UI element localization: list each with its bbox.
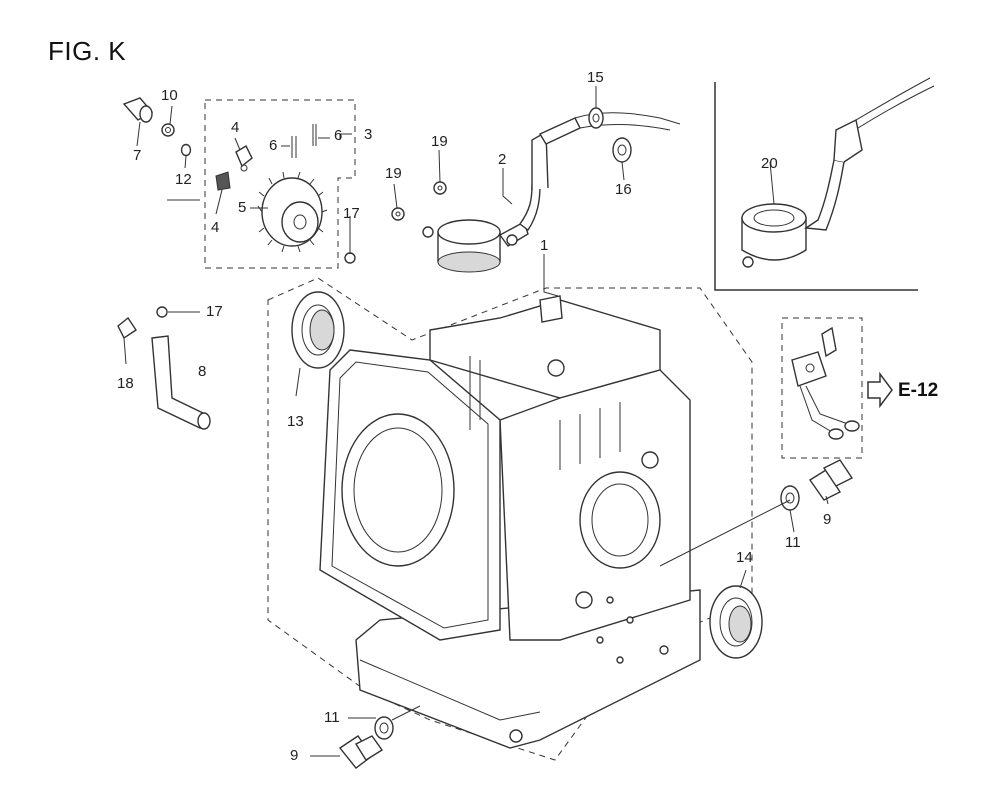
oil-seal-13: [291, 291, 345, 369]
washer-12: [180, 143, 192, 157]
callout-11-bottom: 11: [324, 709, 340, 726]
clip-17-lower: [156, 306, 168, 318]
callout-1: 1: [540, 237, 549, 254]
grommet-15: [588, 107, 604, 129]
governor-gear-5: [257, 171, 328, 253]
inset-boundary: [714, 82, 918, 291]
callout-9-bottom: 9: [290, 747, 299, 764]
clip-18: [117, 316, 137, 340]
cross-reference-label[interactable]: E-12: [898, 380, 939, 401]
oil-seal-14: [709, 585, 763, 659]
callout-13: 13: [287, 413, 304, 430]
callout-4-bottom: 4: [211, 219, 220, 236]
callout-2: 2: [498, 151, 507, 168]
callout-8: 8: [198, 363, 207, 380]
nut-10: [161, 123, 175, 137]
washer-11-bottom: [374, 716, 394, 740]
clip-17-upper: [344, 252, 356, 264]
callout-5: 5: [238, 199, 247, 216]
callout-19-upper: 19: [431, 133, 448, 150]
washer-11-right: [780, 485, 800, 511]
callout-19-lower: 19: [385, 165, 402, 182]
callout-18: 18: [117, 375, 134, 392]
callout-17-lower: 17: [206, 303, 223, 320]
ring-16: [612, 137, 632, 163]
flyweight-4-top: [235, 145, 253, 172]
drain-bolt-9-right: [809, 459, 854, 501]
oil-sensor-20: [741, 77, 935, 268]
flyweight-4-bottom: [215, 171, 231, 191]
callout-3: 3: [364, 126, 373, 143]
bolt-19-a: [433, 181, 447, 195]
callout-11-right: 11: [785, 534, 801, 551]
e12-group-boundary: [781, 317, 863, 459]
callout-4-top: 4: [231, 119, 240, 136]
figure-title: FIG. K: [48, 36, 127, 66]
callout-6-left: 6: [269, 137, 278, 154]
governor-group-boundary: [204, 99, 356, 269]
cross-reference-arrow: [867, 371, 893, 409]
breather-tube-8: [151, 335, 211, 430]
callout-12: 12: [175, 171, 192, 188]
drain-bolt-9-bottom: [338, 735, 384, 769]
callout-14: 14: [736, 549, 753, 566]
callout-15: 15: [587, 69, 604, 86]
pin-6a: [291, 136, 297, 158]
callout-9-right: 9: [823, 511, 832, 528]
callout-10: 10: [161, 87, 178, 104]
callout-6-right: 6: [334, 127, 343, 144]
oil-level-switch: [791, 326, 860, 440]
crankcase-1: [319, 295, 701, 749]
callout-17-upper: 17: [343, 205, 360, 222]
oil-sensor-2: [422, 112, 681, 273]
callout-7: 7: [133, 147, 142, 164]
cap-7: [122, 97, 154, 123]
pin-6b: [312, 124, 317, 146]
callout-20: 20: [761, 155, 778, 172]
bolt-19-b: [391, 207, 405, 221]
callout-16: 16: [615, 181, 632, 198]
leader-lines: [123, 86, 829, 757]
